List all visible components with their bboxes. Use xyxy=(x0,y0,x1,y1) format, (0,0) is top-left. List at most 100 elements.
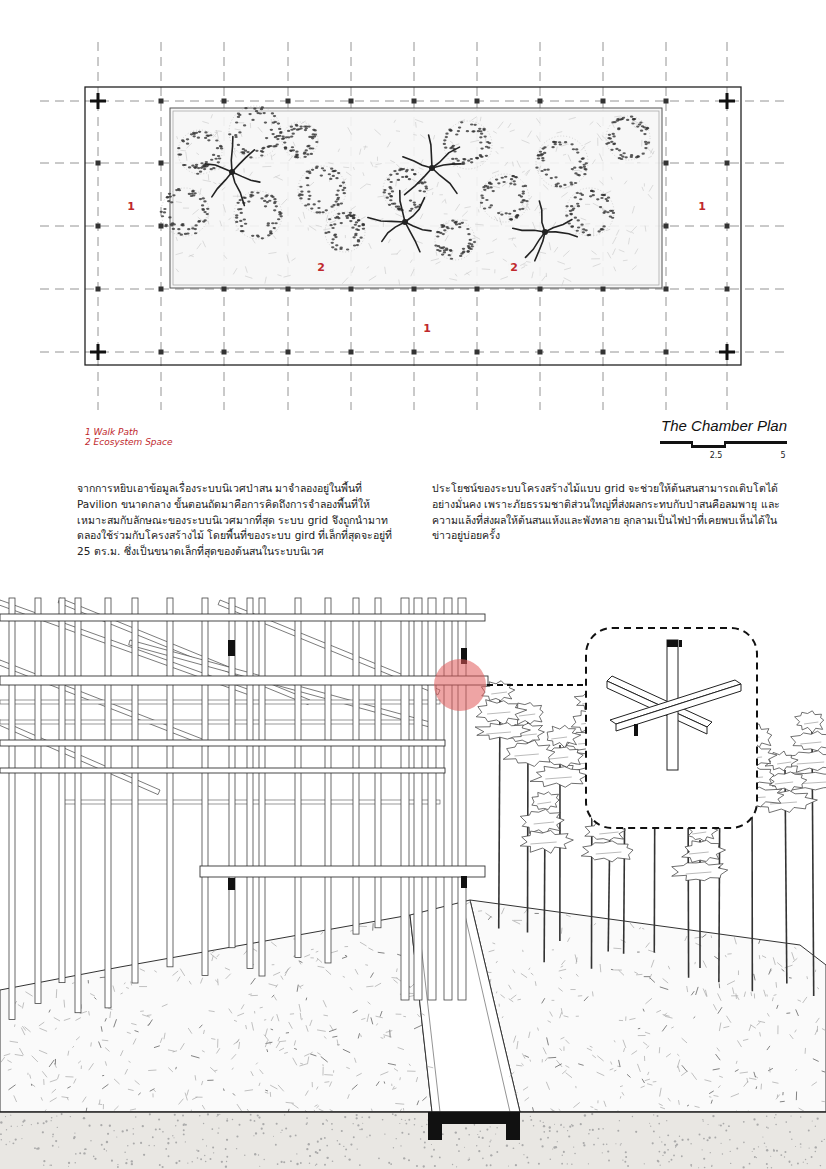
ground-texture-part xyxy=(508,238,516,239)
concrete-texture-part xyxy=(207,1113,209,1115)
tree-crown-stipple-part xyxy=(275,143,278,145)
ground-texture-part xyxy=(522,171,525,172)
gravel-hatch-part xyxy=(15,1054,23,1055)
tree-crown-stipple-part xyxy=(647,142,650,144)
ground-texture-part xyxy=(394,120,396,123)
tree-crown-stipple-part xyxy=(569,182,572,184)
ground-texture-part xyxy=(364,146,365,150)
gravel-hatch-part xyxy=(256,1063,258,1065)
gravel-hatch-part xyxy=(254,1011,255,1013)
gravel-hatch-part xyxy=(529,1032,530,1038)
gravel-hatch-part xyxy=(140,969,145,971)
gravel-hatch xyxy=(1,902,826,1118)
ground-texture-part xyxy=(369,243,372,249)
tree-crown-stipple-part xyxy=(306,145,309,147)
tree-crown-stipple-part xyxy=(293,128,296,130)
tree-crown-stipple-part xyxy=(612,212,615,214)
tree-crown-stipple-part xyxy=(201,204,204,206)
tree-crown-stipple-part xyxy=(160,211,163,213)
tree-crown-stipple-part xyxy=(449,147,452,149)
tree-crown-stipple-part xyxy=(262,147,265,149)
tree-crown-stipple-part xyxy=(243,218,246,220)
tree-crown-stipple-part xyxy=(267,234,270,236)
concrete-texture-part xyxy=(567,1163,568,1164)
tree-crown-stipple-part xyxy=(171,222,174,224)
tree-crown-stipple-part xyxy=(260,197,263,199)
tree-crown-stipple-part xyxy=(603,194,606,196)
scale-bar-part xyxy=(692,445,725,448)
tree-crown-stipple-part xyxy=(271,196,274,198)
ground-texture-part xyxy=(455,274,457,277)
gravel-hatch-part xyxy=(542,998,545,1003)
scale-bar-part xyxy=(724,441,726,448)
ground-texture-part xyxy=(420,214,423,219)
gravel-hatch-part xyxy=(299,1004,301,1012)
gravel-hatch-part xyxy=(492,942,495,944)
tree-crown-stipple-part xyxy=(340,222,343,224)
tree-crown-stipple-part xyxy=(475,157,478,159)
ground-texture-part xyxy=(385,267,386,274)
gravel-hatch-part xyxy=(665,1016,673,1018)
concrete-texture-part xyxy=(625,1156,627,1158)
gravel-hatch-part xyxy=(576,974,578,977)
gravel-hatch-part xyxy=(371,1017,373,1024)
tree-crown-stipple-part xyxy=(552,141,555,143)
grid-post xyxy=(664,99,669,104)
gravel-hatch-part xyxy=(324,1074,333,1076)
tree-crown-stipple-part xyxy=(391,190,394,192)
grid-post xyxy=(601,350,606,355)
tree-crown-stipple-part xyxy=(635,156,638,158)
gravel-hatch-part xyxy=(114,1079,120,1084)
gravel-hatch-part xyxy=(422,1097,426,1101)
tree-crown-stipple-part xyxy=(177,228,180,230)
gravel-hatch-part xyxy=(597,1100,598,1103)
tree-crown-stipple-part xyxy=(340,247,343,249)
tree-crown-stipple-part xyxy=(413,201,416,203)
tree-crown-stipple-part xyxy=(643,133,646,135)
tree-crown-stipple-part xyxy=(545,174,548,176)
gravel-hatch-part xyxy=(316,951,319,953)
gravel-hatch-part xyxy=(396,1014,402,1015)
gravel-hatch-part xyxy=(300,1063,303,1065)
ground-texture-part xyxy=(436,262,441,264)
perspective-section-part xyxy=(470,900,826,1112)
gravel-hatch-part xyxy=(663,978,669,983)
ground-texture-part xyxy=(245,266,247,272)
tree-crown-stipple-part xyxy=(513,183,516,185)
gravel-hatch-part xyxy=(191,1056,200,1058)
gravel-hatch-part xyxy=(566,915,571,917)
tree-crown-stipple-part xyxy=(513,210,516,212)
ground-texture-part xyxy=(374,129,380,135)
gravel-hatch-part xyxy=(587,1048,592,1050)
gravel-hatch-part xyxy=(370,973,373,978)
tree-crown-stipple-part xyxy=(311,169,314,171)
gravel-hatch-part xyxy=(546,1082,549,1090)
grid-post xyxy=(475,287,480,292)
ground-texture-part xyxy=(464,271,471,275)
tree-crown-stipple-part xyxy=(610,141,613,143)
concrete-texture-part xyxy=(584,1114,586,1116)
concrete-texture-part xyxy=(258,1116,260,1118)
gravel-hatch-part xyxy=(4,1054,10,1056)
gravel-hatch-part xyxy=(342,957,347,959)
gravel-hatch-part xyxy=(407,1071,415,1072)
gravel-hatch-part xyxy=(560,977,562,979)
tree-crown-stipple-part xyxy=(271,112,274,114)
tree-crown-stipple-part xyxy=(579,192,582,194)
gravel-hatch-part xyxy=(552,1000,555,1001)
tree-crown-stipple-part xyxy=(577,226,580,228)
grid-post xyxy=(159,99,164,104)
concrete-texture-part xyxy=(390,1163,392,1165)
gravel-hatch-part xyxy=(252,1022,254,1030)
gravel-hatch-part xyxy=(416,1077,417,1082)
tree-crown-stipple-part xyxy=(445,133,448,135)
gravel-hatch-part xyxy=(105,1048,109,1052)
ground-texture-part xyxy=(526,261,531,263)
ground-texture-part xyxy=(374,166,377,167)
tree-crown-stipple-part xyxy=(216,147,219,149)
gravel-hatch-part xyxy=(555,1064,562,1068)
tree-crown-stipple-part xyxy=(454,221,457,223)
ground-texture-part xyxy=(578,170,582,172)
tree-crown-stipple-part xyxy=(537,157,540,159)
ground-texture-part xyxy=(641,140,642,147)
